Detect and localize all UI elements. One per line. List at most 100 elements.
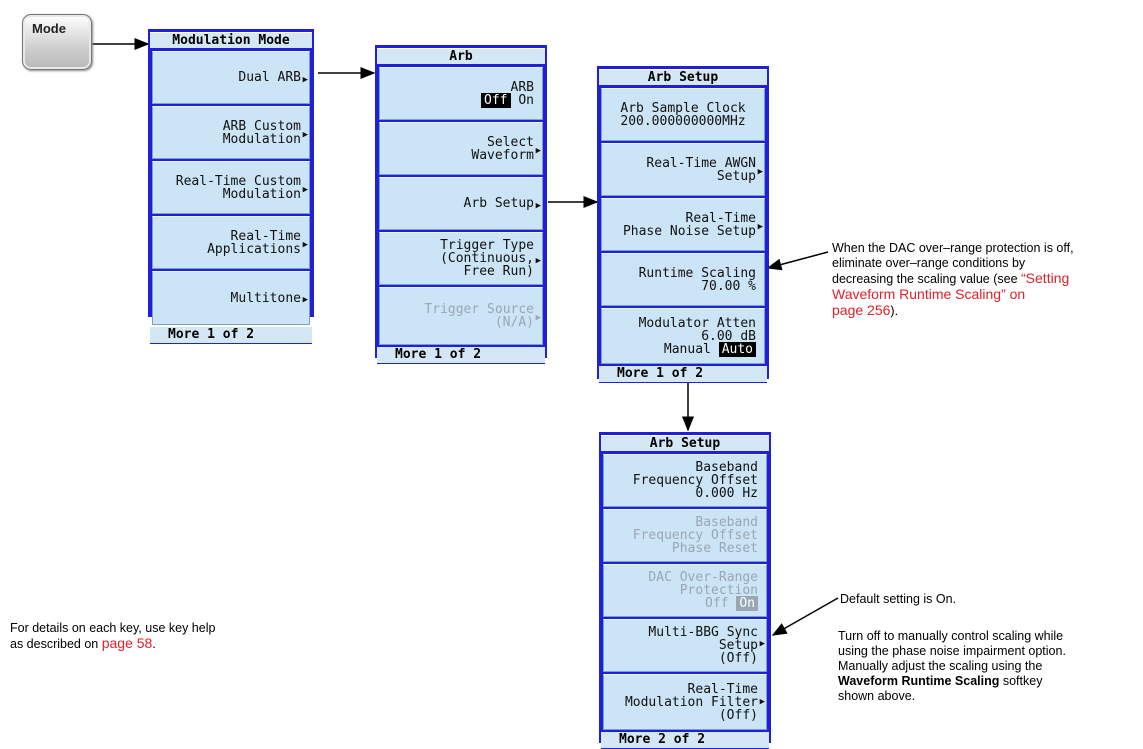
softkey-baseband-frequency-offset[interactable]: Baseband Frequency Offset 0.000 Hz	[603, 454, 767, 507]
softkey-label: Setup	[718, 638, 758, 653]
softkey-label: Modulator Atten	[638, 315, 756, 331]
softkey-label: Multitone	[230, 290, 301, 306]
softkey-label: Applications	[207, 241, 301, 257]
softkey-label: Phase Noise Setup	[622, 223, 756, 239]
note-line: decreasing the scaling value (see	[832, 272, 1022, 286]
softkey-label: Protection	[679, 583, 758, 598]
softkey-value: 6.00 dB	[701, 328, 756, 344]
submenu-arrow-icon: ▶	[302, 295, 308, 305]
softkey-label: Multi-BBG Sync	[648, 625, 758, 640]
softkey-multitone[interactable]: Multitone ▶	[152, 271, 310, 325]
softkey-label: Real-Time	[687, 681, 758, 697]
toggle-auto-selected: Auto	[718, 341, 756, 357]
softkey-label: Select	[487, 134, 534, 150]
softkey-label: Trigger Type	[440, 238, 534, 253]
note-line: eliminate over–range conditions by	[832, 256, 1026, 270]
toggle-on: On	[518, 92, 534, 108]
submenu-arrow-icon: ▶	[757, 167, 763, 177]
softkey-real-time-custom-modulation[interactable]: Real-Time Custom Modulation ▶	[152, 161, 310, 214]
softkey-dual-arb[interactable]: Dual ARB ▶	[152, 51, 310, 104]
softkey-label: Phase Reset	[671, 541, 758, 556]
more-page-key[interactable]: More 1 of 2	[150, 327, 312, 344]
softkey-reference: Waveform Runtime Scaling	[838, 674, 1000, 688]
softkey-trigger-source[interactable]: Trigger Source (N/A) ▶	[379, 287, 543, 345]
note-line: Turn off to manually control scaling whi…	[838, 629, 1064, 643]
softkey-label: Dual ARB	[238, 70, 301, 85]
softkey-real-time-applications[interactable]: Real-Time Applications ▶	[152, 216, 310, 269]
softkey-real-time-modulation-filter[interactable]: Real-Time Modulation Filter (Off) ▶	[603, 674, 767, 730]
submenu-arrow-icon: ▶	[302, 240, 308, 250]
note-line: using the phase noise impairment option.	[838, 644, 1066, 658]
submenu-arrow-icon: ▶	[302, 75, 308, 85]
softkey-label: Modulation Filter	[624, 694, 758, 710]
softkey-label: ARB Custom	[222, 118, 301, 134]
toggle-off: Off	[705, 596, 729, 611]
submenu-arrow-icon: ▶	[757, 222, 763, 232]
softkey-real-time-phase-noise-setup[interactable]: Real-Time Phase Noise Setup ▶	[601, 198, 765, 251]
softkey-value: (Off)	[718, 707, 758, 723]
softkey-label: Modulation	[222, 131, 301, 147]
softkey-multi-bbg-sync-setup[interactable]: Multi-BBG Sync Setup (Off) ▶	[603, 619, 767, 672]
softkey-value: 70.00 %	[701, 278, 756, 294]
submenu-arrow-icon: ▶	[535, 256, 541, 266]
cross-reference-link[interactable]: page 256	[832, 302, 891, 318]
menu-title: Modulation Mode	[150, 32, 312, 48]
submenu-arrow-icon: ▶	[535, 313, 541, 323]
note-line: For details on each key, use key help	[10, 621, 216, 635]
cross-reference-link[interactable]: “Setting	[1021, 270, 1070, 286]
softkey-runtime-scaling[interactable]: Runtime Scaling 70.00 %	[601, 253, 765, 306]
softkey-value: (Off)	[718, 651, 758, 666]
arb-setup-menu-page1: Arb Setup Arb Sample Clock 200.000000000…	[597, 66, 769, 383]
softkey-arb-toggle[interactable]: ARB Off On	[379, 67, 543, 120]
modulation-mode-menu: Modulation Mode Dual ARB ▶ ARB Custom Mo…	[148, 29, 314, 344]
toggle-on-selected: On	[736, 596, 758, 611]
submenu-arrow-icon: ▶	[535, 201, 541, 211]
softkey-label: Baseband	[695, 460, 758, 475]
softkey-label: ARB	[510, 79, 534, 95]
softkey-arb-setup[interactable]: Arb Setup ▶	[379, 177, 543, 230]
softkey-label: Frequency Offset	[632, 473, 758, 488]
cross-reference-link[interactable]: page 58	[101, 635, 153, 651]
toggle-manual: Manual	[663, 341, 711, 357]
note-line: Manually adjust the scaling using the	[838, 659, 1043, 673]
softkey-label: Waveform	[471, 147, 534, 163]
submenu-arrow-icon: ▶	[302, 185, 308, 195]
softkey-label: Real-Time Custom	[175, 173, 301, 189]
mode-hardkey-button[interactable]: Mode	[22, 14, 92, 70]
submenu-arrow-icon: ▶	[302, 130, 308, 140]
softkey-label: Real-Time	[685, 210, 756, 226]
more-page-key[interactable]: More 1 of 2	[599, 366, 767, 383]
note-text: ).	[890, 304, 899, 318]
more-page-key[interactable]: More 1 of 2	[377, 347, 545, 364]
note-line: shown above.	[838, 689, 916, 703]
softkey-value: 200.000000000MHz	[620, 113, 746, 129]
softkey-select-waveform[interactable]: Select Waveform ▶	[379, 122, 543, 175]
note-text: .	[152, 637, 156, 651]
softkey-label: Arb Sample Clock	[620, 100, 746, 116]
softkey-dac-over-range-protection[interactable]: DAC Over-Range Protection Off On	[603, 564, 767, 617]
default-setting-note: Default setting is On.	[840, 592, 957, 606]
softkey-arb-sample-clock[interactable]: Arb Sample Clock 200.000000000MHz	[601, 88, 765, 141]
arb-menu: Arb ARB Off On Select Waveform ▶ Arb Set…	[375, 45, 547, 364]
softkey-baseband-offset-phase-reset[interactable]: Baseband Frequency Offset Phase Reset	[603, 509, 767, 562]
softkey-label: (N/A)	[494, 315, 534, 330]
softkey-label: Real-Time AWGN	[646, 155, 756, 171]
softkey-arb-custom-modulation[interactable]: ARB Custom Modulation ▶	[152, 106, 310, 159]
submenu-arrow-icon: ▶	[759, 639, 765, 649]
toggle-off-selected: Off	[481, 92, 511, 108]
more-page-key[interactable]: More 2 of 2	[601, 732, 769, 749]
softkey-label: Modulation	[222, 186, 301, 202]
softkey-label: Trigger Source	[424, 302, 534, 317]
softkey-modulator-atten[interactable]: Modulator Atten 6.00 dB Manual Auto	[601, 308, 765, 364]
softkey-real-time-awgn-setup[interactable]: Real-Time AWGN Setup ▶	[601, 143, 765, 196]
softkey-label: Runtime Scaling	[638, 265, 756, 281]
softkey-label: Setup	[716, 168, 756, 184]
turn-off-note: Turn off to manually control scaling whi…	[838, 629, 1138, 704]
runtime-scaling-callout: When the DAC over–range protection is of…	[832, 241, 1143, 319]
cross-reference-link[interactable]: Waveform Runtime Scaling” on	[832, 286, 1026, 302]
softkey-trigger-type[interactable]: Trigger Type (Continuous, Free Run) ▶	[379, 232, 543, 285]
softkey-label: Arb Setup	[463, 196, 534, 211]
softkey-label: Real-Time	[230, 228, 301, 244]
submenu-arrow-icon: ▶	[759, 697, 765, 707]
key-help-note: For details on each key, use key help as…	[10, 621, 310, 652]
